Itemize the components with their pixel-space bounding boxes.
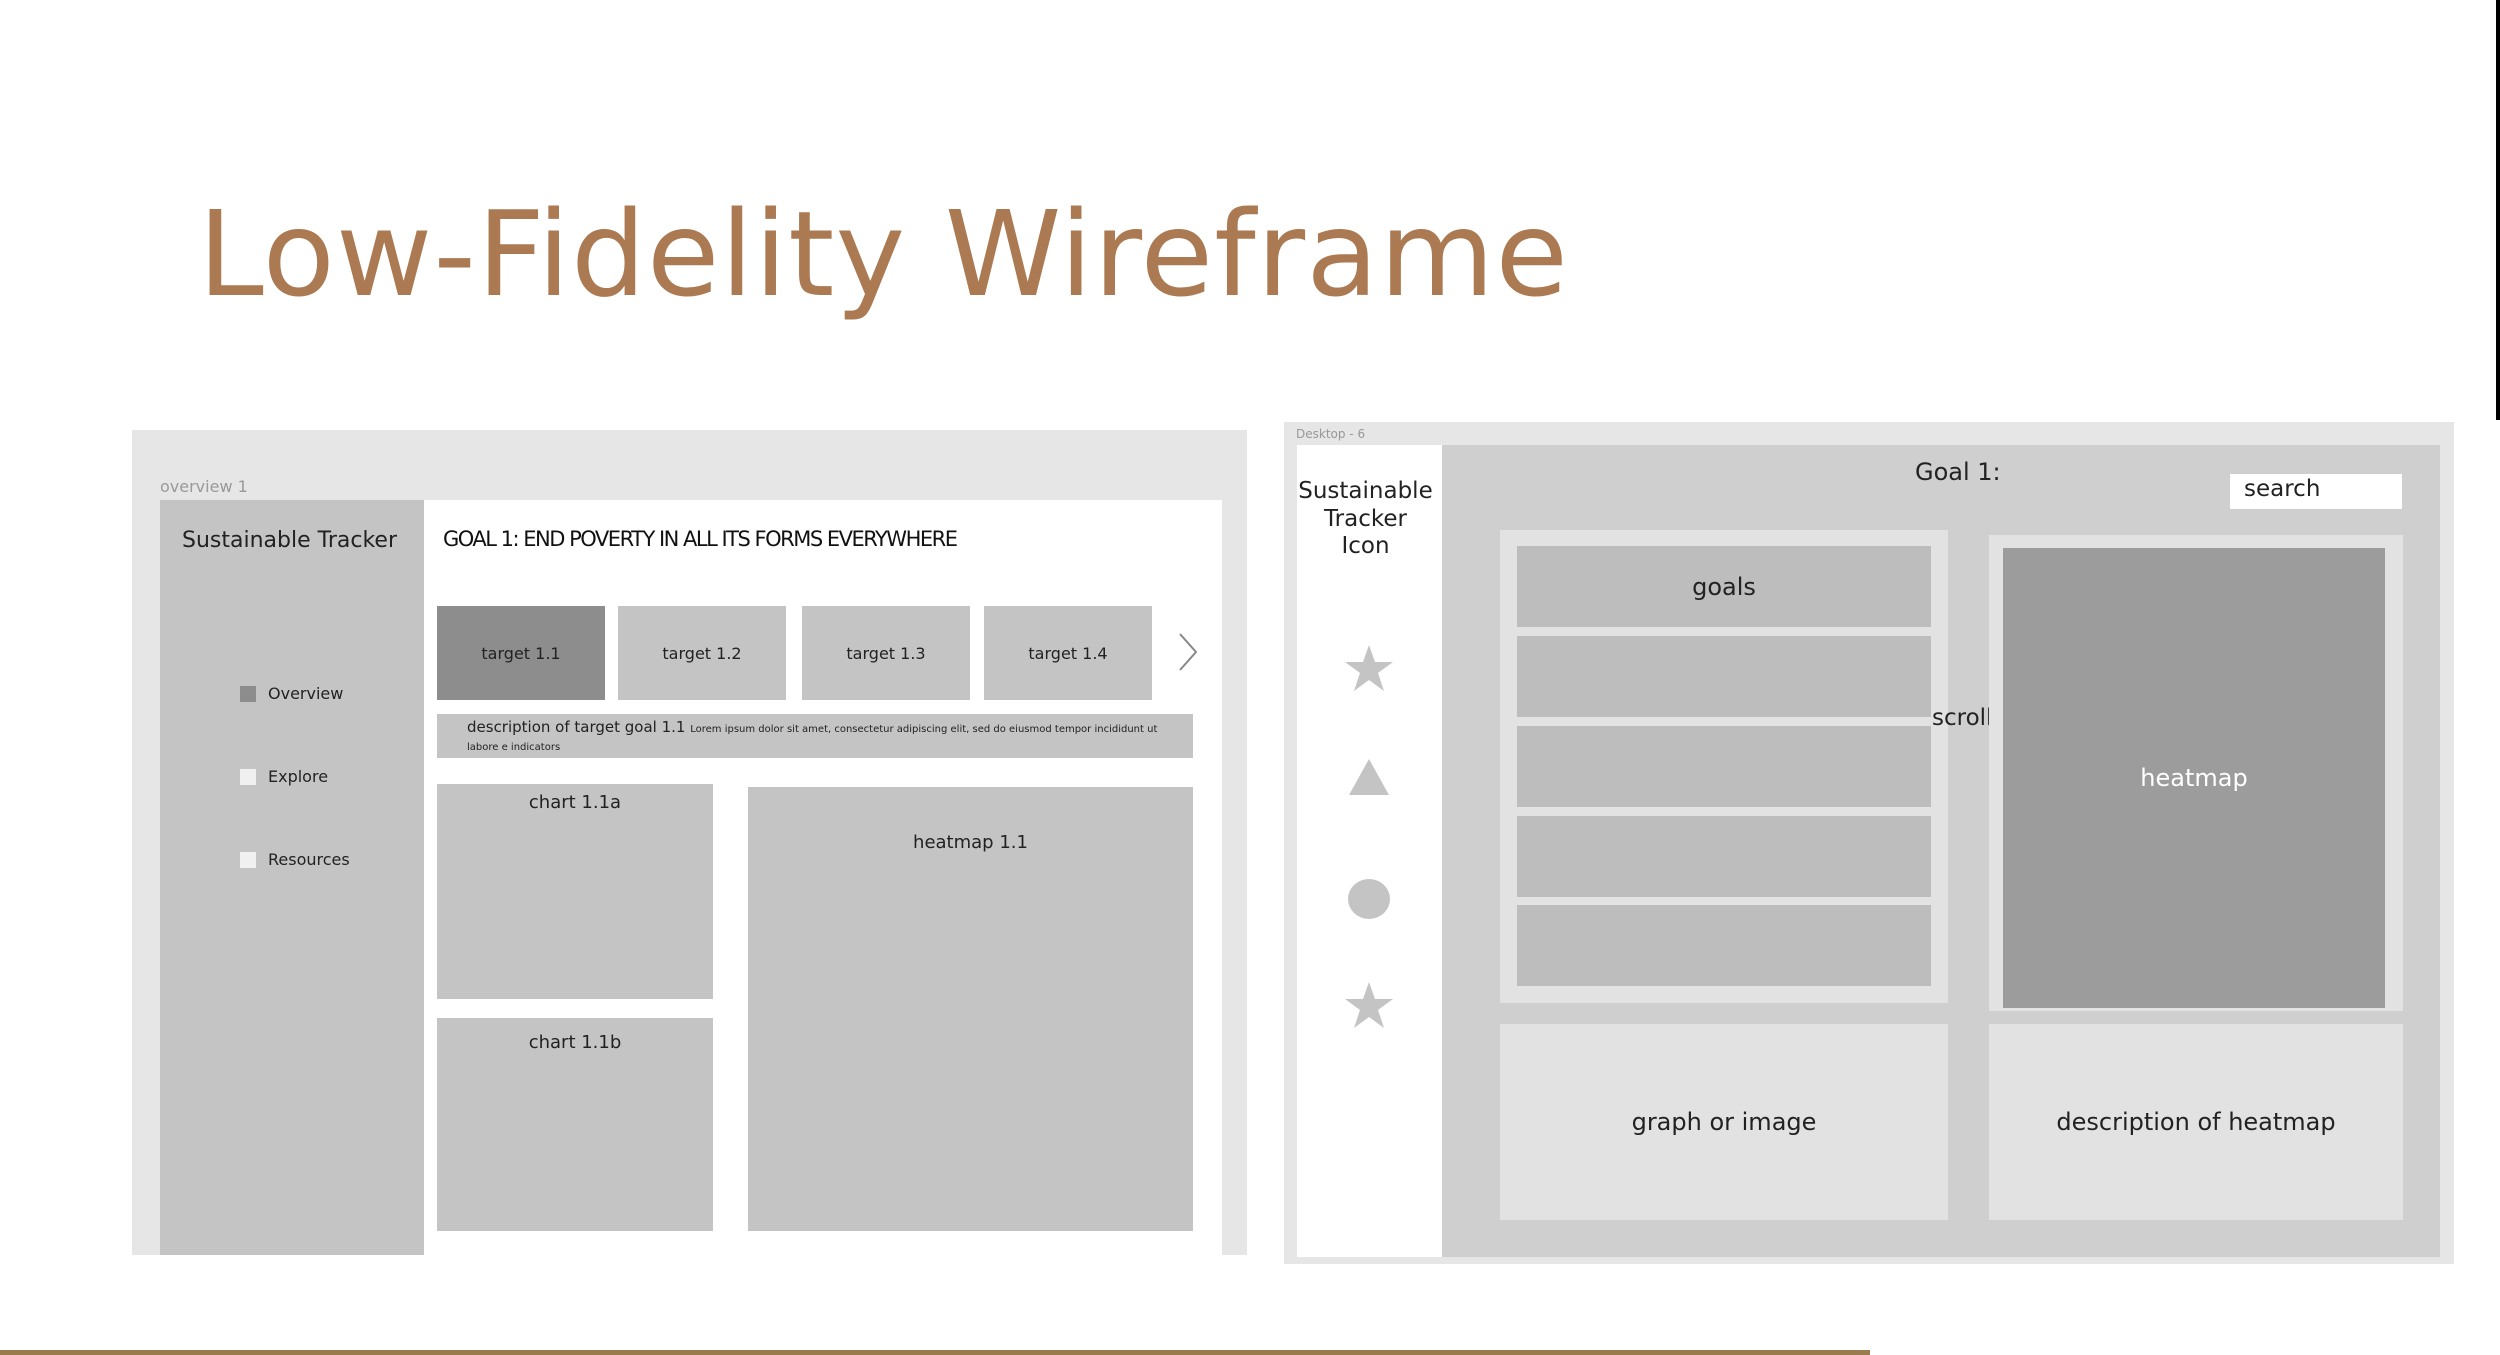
bottom-divider (0, 1350, 1870, 1355)
list-item[interactable] (1517, 726, 1931, 807)
chevron-right-icon[interactable] (1172, 630, 1202, 674)
description-lead: description of target goal 1.1 (467, 718, 686, 736)
checkbox-icon (240, 851, 256, 868)
search-input[interactable]: search (2230, 474, 2402, 509)
star-icon[interactable] (1344, 643, 1394, 693)
tab-target-1-3[interactable]: target 1.3 (802, 606, 970, 700)
chart-label: chart 1.1b (528, 1032, 622, 1053)
star-icon[interactable] (1344, 980, 1394, 1030)
list-item[interactable] (1517, 905, 1931, 986)
sidebar (160, 500, 424, 1255)
brand-logo-placeholder: Sustainable Tracker Icon (1298, 478, 1433, 560)
checkbox-icon (240, 768, 256, 785)
chart-placeholder-a: chart 1.1a (437, 784, 713, 999)
heatmap-placeholder: heatmap 1.1 (748, 787, 1193, 1231)
sidebar-item-overview[interactable]: Overview (240, 684, 343, 703)
sidebar-item-explore[interactable]: Explore (240, 767, 328, 786)
goal-title: Goal 1: (1915, 458, 2001, 486)
triangle-icon[interactable] (1344, 753, 1394, 803)
frame-label: overview 1 (160, 477, 248, 496)
tab-target-1-2[interactable]: target 1.2 (618, 606, 786, 700)
list-item[interactable] (1517, 636, 1931, 717)
sidebar-brand: Sustainable Tracker (182, 528, 397, 553)
chart-placeholder-b: chart 1.1b (437, 1018, 713, 1231)
description-body: Lorem ipsum dolor sit amet, consectetur … (467, 724, 1158, 753)
edge-line (2496, 0, 2500, 420)
tab-target-1-1[interactable]: target 1.1 (437, 606, 605, 700)
sidebar-item-label: Resources (268, 850, 350, 869)
scroll-label: scroll (1932, 705, 1993, 731)
list-item[interactable] (1517, 816, 1931, 897)
frame-label: Desktop - 6 (1296, 427, 1366, 441)
slide-title: Low-Fidelity Wireframe (198, 185, 1569, 323)
checkbox-icon (240, 685, 256, 702)
graph-placeholder: graph or image (1500, 1024, 1948, 1220)
icon-sidebar (1297, 445, 1442, 1257)
heatmap-label: heatmap 1.1 (913, 832, 1028, 853)
target-description: description of target goal 1.1 Lorem ips… (437, 714, 1193, 758)
heatmap-description: description of heatmap (1989, 1024, 2403, 1220)
heatmap-placeholder: heatmap (2003, 548, 2385, 1008)
sidebar-item-label: Overview (268, 684, 344, 703)
sidebar-item-resources[interactable]: Resources (240, 850, 350, 869)
sidebar-item-label: Explore (268, 767, 329, 786)
goals-header[interactable]: goals (1517, 546, 1931, 627)
goal-title: GOAL 1: END POVERTY IN ALL ITS FORMS EVE… (443, 527, 958, 551)
circle-icon[interactable] (1344, 874, 1394, 924)
chart-label: chart 1.1a (528, 792, 622, 813)
tab-target-1-4[interactable]: target 1.4 (984, 606, 1152, 700)
